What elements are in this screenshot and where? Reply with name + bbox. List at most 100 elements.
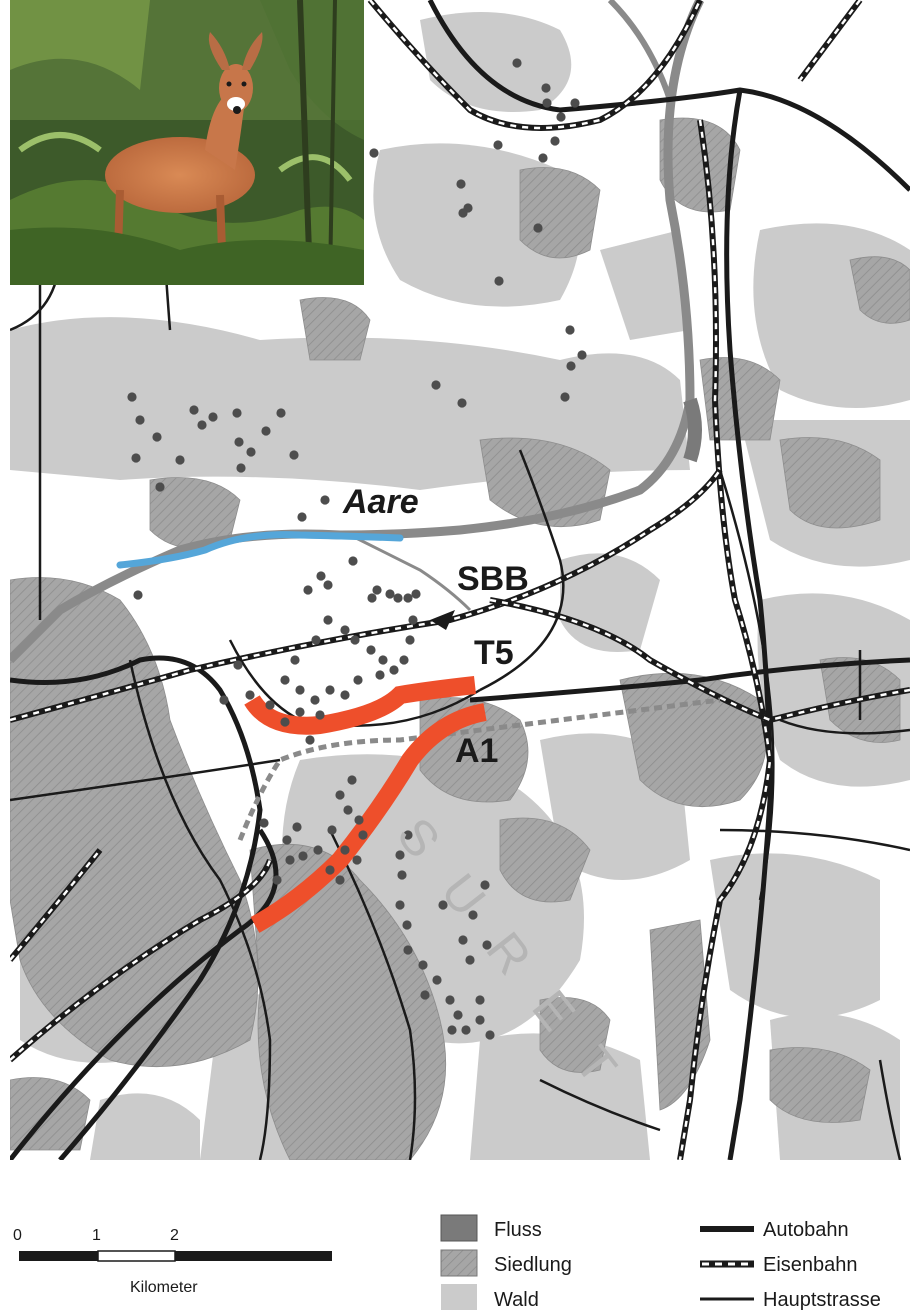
observation-point [290,655,300,665]
scale-tick-0: 0 [13,1227,22,1244]
observation-point [405,635,415,645]
observation-point [289,450,299,460]
observation-point [366,645,376,655]
observation-point [316,571,326,581]
observation-point [550,136,560,146]
observation-point [485,1030,495,1040]
observation-point [295,707,305,717]
railway-line-dash [10,849,101,961]
map-area: Aare SBB T5 A1 S U R E T [10,0,910,1160]
scale-bar: 0 1 2 Kilometer [13,1227,332,1296]
observation-point [152,432,162,442]
legend-item-siedlung: Siedlung [440,1249,572,1277]
railway-line-dash [799,0,862,81]
observation-point [348,556,358,566]
observation-point [438,900,448,910]
observation-point [556,112,566,122]
observation-point [395,850,405,860]
legend-item-hauptstrasse: Hauptstrasse [700,1289,881,1310]
observation-point [533,223,543,233]
svg-text:Fluss: Fluss [494,1219,542,1241]
svg-text:Autobahn: Autobahn [763,1219,849,1241]
observation-point [155,482,165,492]
observation-point [385,589,395,599]
observation-point [350,635,360,645]
observation-point [233,660,243,670]
observation-point [189,405,199,415]
observation-point [560,392,570,402]
observation-point [259,818,269,828]
observation-point [475,995,485,1005]
observation-point [461,1025,471,1035]
label-sbb: SBB [457,560,529,598]
observation-point [420,990,430,1000]
observation-point [320,495,330,505]
observation-point [276,408,286,418]
observation-point [542,98,552,108]
observation-point [458,208,468,218]
observation-point [340,845,350,855]
observation-point [538,153,548,163]
observation-point [325,685,335,695]
svg-text:Hauptstrasse: Hauptstrasse [763,1289,881,1310]
observation-point [456,179,466,189]
scale-tick-1: 1 [92,1227,101,1244]
observation-point [541,83,551,93]
observation-point [458,935,468,945]
observation-point [335,875,345,885]
observation-point [282,835,292,845]
scale-tick-2: 2 [170,1227,179,1244]
observation-point [297,512,307,522]
observation-point [403,593,413,603]
railway-line-dash [489,598,910,722]
observation-point [135,415,145,425]
railway-line-dash [10,469,722,722]
observation-point [310,695,320,705]
observation-point [197,420,207,430]
observation-point [236,463,246,473]
observation-point [131,453,141,463]
map-legend: Fluss Siedlung Wald Autobahn Eisenbahn H… [440,1214,881,1310]
observation-point [234,437,244,447]
observation-point [303,585,313,595]
observation-point [325,865,335,875]
observation-point [395,900,405,910]
observation-point [403,830,413,840]
observation-point [232,408,242,418]
observation-point [494,276,504,286]
observation-point [480,880,490,890]
observation-point [272,875,282,885]
observation-point [418,960,428,970]
legend-item-eisenbahn: Eisenbahn [700,1254,858,1276]
label-a1: A1 [455,732,498,770]
observation-point [367,593,377,603]
observation-point [372,585,382,595]
observation-point [280,717,290,727]
observation-point [292,822,302,832]
observation-point [313,845,323,855]
observation-point [298,851,308,861]
observation-point [323,615,333,625]
observation-point [399,655,409,665]
observation-point [570,98,580,108]
observation-point [453,1010,463,1020]
svg-text:Siedlung: Siedlung [494,1254,572,1276]
observation-point [445,995,455,1005]
observation-point [245,690,255,700]
observation-point [347,775,357,785]
observation-point [403,945,413,955]
observation-point [493,140,503,150]
observation-point [389,665,399,675]
t5-crossing-section [244,676,476,735]
observation-point [305,735,315,745]
observation-point [397,870,407,880]
legend-item-fluss: Fluss [440,1214,542,1242]
observation-point [285,855,295,865]
legend-item-wald: Wald [441,1284,539,1310]
secondary-rail-line [237,697,721,841]
observation-point [315,710,325,720]
observation-point [340,690,350,700]
observation-points [127,58,587,1040]
scale-unit: Kilometer [130,1279,198,1296]
